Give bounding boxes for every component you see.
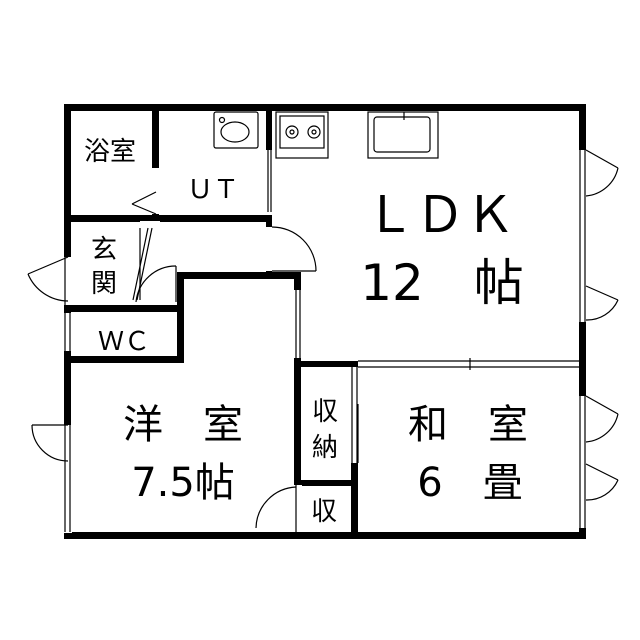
closet-small-label: 収: [311, 497, 337, 527]
wc-door: [135, 265, 177, 303]
closet-label-2: 納: [312, 433, 338, 463]
ldk-door: [271, 226, 317, 272]
japanese-balcony-doors: [585, 395, 619, 501]
washbasin: [213, 111, 259, 149]
ut-right-wall: [266, 104, 272, 170]
entrance-label-2: 関: [91, 269, 117, 299]
western-window-door: [31, 424, 69, 462]
entrance-bottom-wall: [64, 305, 180, 312]
bath-label: 浴室: [84, 137, 136, 167]
bottom-wall: [64, 532, 586, 539]
japanese-size-label: 6 畳: [417, 460, 522, 506]
doors: [27, 149, 619, 532]
ut-door: [131, 191, 157, 215]
wc-bottom-wall: [64, 356, 184, 363]
ut-bottom-wall: [152, 215, 272, 222]
stove: [275, 111, 329, 159]
top-wall: [64, 104, 586, 111]
western-size-label: 7.5帖: [131, 460, 235, 506]
window-lines: [64, 150, 586, 532]
wc-right-wall: [177, 272, 184, 361]
western-door: [255, 485, 297, 532]
ldk-size-label: 12 帖: [360, 254, 524, 312]
ldk-balcony-doors: [585, 149, 619, 321]
closet-mid-wall: [294, 480, 354, 486]
japanese-name-label: 和 室: [408, 402, 528, 448]
kitchen-sink: [367, 111, 439, 159]
entrance-label-1: 玄: [91, 235, 117, 265]
toilet-label: ＷＣ: [98, 327, 150, 357]
closet-top-wall: [294, 361, 358, 367]
bath-bottom-wall: [64, 215, 158, 222]
entrance-door: [27, 256, 69, 302]
western-name-label: 洋 室: [123, 402, 243, 448]
utility-label: ＵＴ: [187, 175, 239, 205]
bath-right-wall: [152, 104, 159, 222]
ldk-name-label: ＬＤＫ: [365, 186, 515, 244]
western-top-wall: [177, 272, 301, 279]
western-right-wall: [294, 272, 301, 532]
wall-openings: [63, 150, 587, 533]
closet-label-1: 収: [312, 397, 338, 427]
